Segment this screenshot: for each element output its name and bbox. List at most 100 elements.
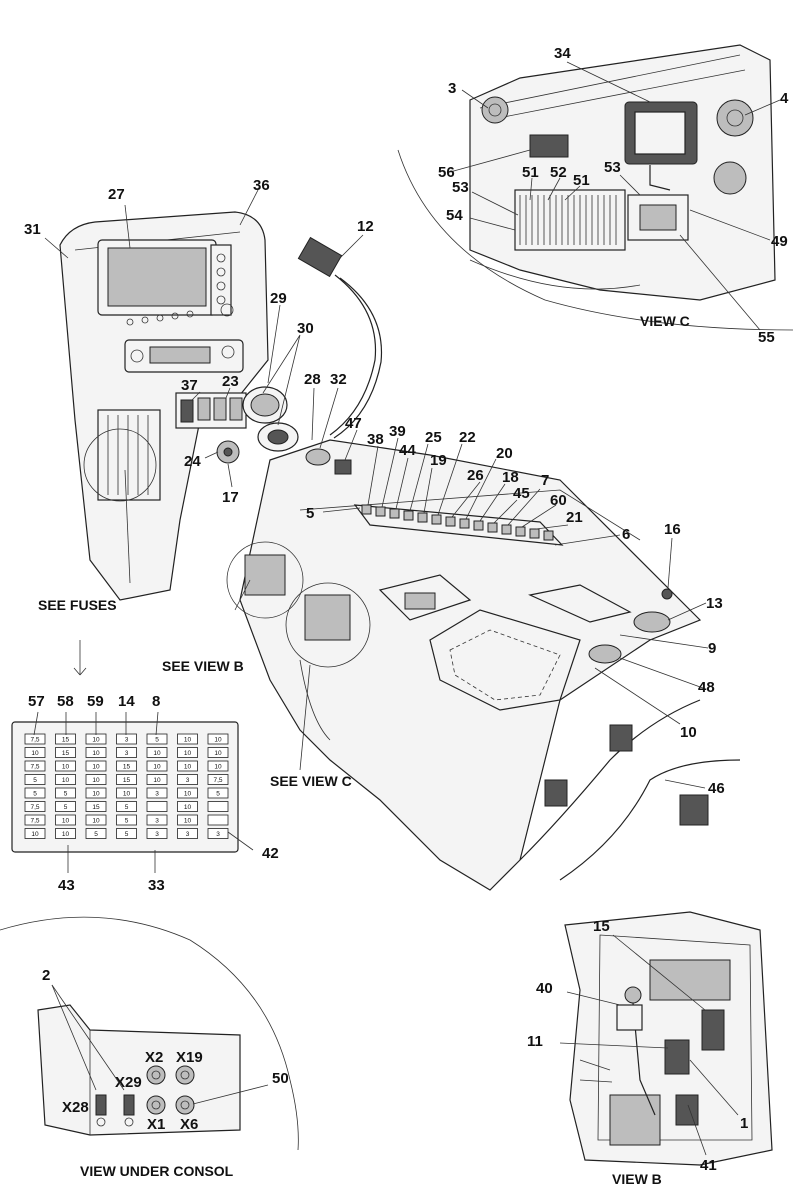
- label-x1: X1: [147, 1116, 165, 1133]
- callout-21: 21: [566, 509, 583, 526]
- fuse-rating: 10: [184, 818, 192, 825]
- fuse-cell: 7,5: [207, 774, 229, 785]
- callout-33: 33: [148, 877, 165, 894]
- connector-x19: [175, 1065, 195, 1085]
- fuse-rating: 10: [153, 750, 161, 757]
- view-under-label: VIEW UNDER CONSOL: [80, 1163, 234, 1179]
- fuse-rating: 10: [184, 764, 192, 771]
- callout-43: 43: [58, 877, 75, 894]
- fuse-cell: 3: [177, 774, 198, 785]
- callout-4: 4: [780, 90, 789, 107]
- fuse-rating: 3: [125, 750, 129, 757]
- callout-14: 14: [118, 693, 135, 710]
- fuse-rating: 10: [31, 750, 39, 757]
- fuse-cell: 5: [55, 787, 76, 799]
- fuse-rating: 15: [123, 764, 131, 771]
- fuse-cell: 10: [116, 787, 137, 799]
- fuse-cell: 10: [177, 760, 198, 772]
- fuse-rating: 5: [94, 831, 98, 838]
- fuse-cell: 7,5: [24, 801, 46, 812]
- fuse-cell: 10: [55, 814, 76, 826]
- fuse-cell: [146, 801, 168, 812]
- fuse-cell: 5: [24, 774, 46, 785]
- callout-41: 41: [700, 1157, 717, 1174]
- callout-52: 52: [550, 164, 567, 181]
- fuse-rating: 10: [214, 764, 222, 771]
- callout-20: 20: [496, 445, 513, 462]
- callout-1: 1: [740, 1115, 748, 1132]
- fuse-cell: 10: [207, 760, 229, 772]
- view-c-label: VIEW C: [640, 313, 690, 329]
- callout-51b: 51: [573, 172, 590, 189]
- fuse-panel: 7,5107,5557,57,5101515101055101010101010…: [11, 721, 239, 853]
- view-under-drawing: [0, 916, 299, 1151]
- fuse-cell: 15: [55, 733, 76, 745]
- fuse-rating: 7,5: [30, 764, 39, 771]
- fuse-rating: 10: [153, 777, 161, 784]
- fuse-rating: 10: [92, 791, 100, 798]
- label-x28: X28: [62, 1099, 89, 1116]
- callout-39: 39: [389, 423, 406, 440]
- fuse-rating: 10: [184, 750, 192, 757]
- fuse-cell: 3: [116, 747, 137, 758]
- fuse-rating: 5: [155, 737, 159, 744]
- callout-17: 17: [222, 489, 239, 506]
- fuse-rating: 3: [125, 737, 129, 744]
- callout-29: 29: [270, 290, 287, 307]
- callout-60: 60: [550, 492, 567, 509]
- fuse-rating: 10: [153, 764, 161, 771]
- callout-54: 54: [446, 207, 463, 224]
- callout-45: 45: [513, 485, 530, 502]
- fuse-rating: 10: [184, 804, 192, 811]
- callout-19: 19: [430, 452, 447, 469]
- view-b-label: VIEW B: [612, 1171, 662, 1187]
- callout-44: 44: [399, 442, 416, 459]
- see-fuses-label: SEE FUSES: [38, 597, 117, 613]
- callout-47: 47: [345, 415, 362, 432]
- connector-x2: [146, 1065, 166, 1085]
- label-x6: X6: [180, 1116, 198, 1133]
- fuse-cell: [207, 814, 229, 826]
- callout-59: 59: [87, 693, 104, 710]
- fuse-cell: 10: [207, 733, 229, 745]
- fuse-cell: 5: [85, 828, 107, 839]
- fuse-rating: 10: [184, 791, 192, 798]
- see-view-c-label: SEE VIEW C: [270, 773, 352, 789]
- fuse-cell: 3: [207, 828, 229, 839]
- fuse-cell: 10: [177, 787, 198, 799]
- fuse-cell: 3: [177, 828, 198, 839]
- fuse-rating: 10: [62, 777, 70, 784]
- callout-8: 8: [152, 693, 160, 710]
- fuse-cell: 10: [85, 814, 107, 826]
- fuse-cell: 10: [85, 733, 107, 745]
- callout-38: 38: [367, 431, 384, 448]
- callout-11: 11: [527, 1033, 543, 1050]
- callout-46: 46: [708, 780, 725, 797]
- fuse-rating: 5: [64, 804, 68, 811]
- callout-48: 48: [698, 679, 715, 696]
- callout-24: 24: [184, 453, 201, 470]
- callout-40: 40: [536, 980, 553, 997]
- callout-3: 3: [448, 80, 456, 97]
- fuse-rating: 5: [33, 777, 37, 784]
- callout-16: 16: [664, 521, 681, 538]
- fuse-rating: 10: [92, 777, 100, 784]
- connector-x28: [95, 1094, 107, 1127]
- fuse-rating: 10: [92, 737, 100, 744]
- fuse-cell: 10: [85, 747, 107, 758]
- callout-5: 5: [306, 505, 314, 522]
- fuse-rating: 10: [214, 737, 222, 744]
- callout-37: 37: [181, 377, 198, 394]
- fuse-cell: 5: [146, 733, 168, 745]
- callout-7: 7: [541, 472, 549, 489]
- label-x2: X2: [145, 1049, 163, 1066]
- fuse-rating: 10: [62, 764, 70, 771]
- callout-32: 32: [330, 371, 347, 388]
- callout-57: 57: [28, 693, 45, 710]
- callout-34: 34: [554, 45, 571, 62]
- see-view-b-label: SEE VIEW B: [162, 658, 244, 674]
- leader-lines: [44, 61, 781, 789]
- fuse-cell: 10: [207, 747, 229, 758]
- connector-x6: [175, 1095, 195, 1115]
